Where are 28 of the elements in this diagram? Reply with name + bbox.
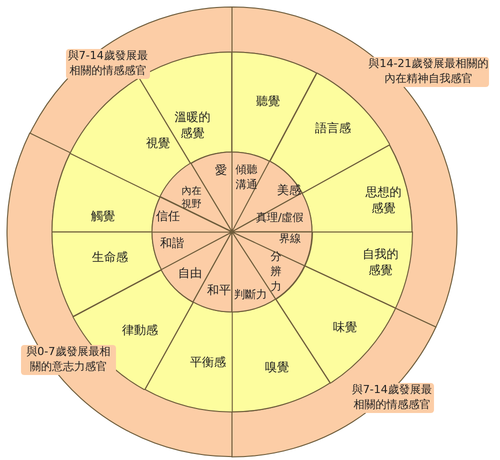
sense-label: 思想的感覺	[364, 184, 402, 216]
quality-label: 美感	[277, 182, 301, 198]
sense-label: 律動感	[122, 322, 158, 338]
age-note: 與7-14歲發展最相關的情感感官	[66, 49, 150, 79]
quality-label: 愛	[214, 162, 227, 178]
sense-label: 視覺	[146, 134, 170, 152]
sense-label: 味覺	[332, 318, 357, 336]
sense-label: 生命感	[92, 249, 128, 266]
quality-label: 真理/虛假	[256, 210, 304, 226]
sense-label: 聽覺	[256, 93, 280, 110]
age-note: 與14-21歲發展最相關的內在精神自我感官	[368, 57, 489, 87]
sense-label: 嗅覺	[265, 358, 289, 376]
sense-label: 自我的感覺	[362, 246, 400, 278]
quality-label: 自由	[178, 265, 202, 282]
quality-label: 分辨力	[270, 250, 282, 295]
age-note: 與0-7歲發展最相關的意志力感官	[20, 344, 116, 375]
age-note: 與7-14歲發展最相關的情感感官	[350, 382, 434, 413]
quality-label: 信任	[156, 208, 180, 224]
quality-label: 判斷力	[234, 288, 267, 303]
sense-label: 語言感	[314, 120, 351, 136]
quality-label: 內在視野	[180, 184, 202, 212]
quality-label: 和諧	[160, 235, 184, 252]
sense-label: 溫暖的感覺	[174, 109, 212, 142]
quality-label: 傾聽溝通	[235, 163, 258, 193]
quality-label: 和平	[206, 282, 231, 298]
sense-label: 觸覺	[91, 208, 115, 224]
quality-label: 界線	[279, 232, 301, 247]
sense-label: 平衡感	[190, 354, 226, 370]
